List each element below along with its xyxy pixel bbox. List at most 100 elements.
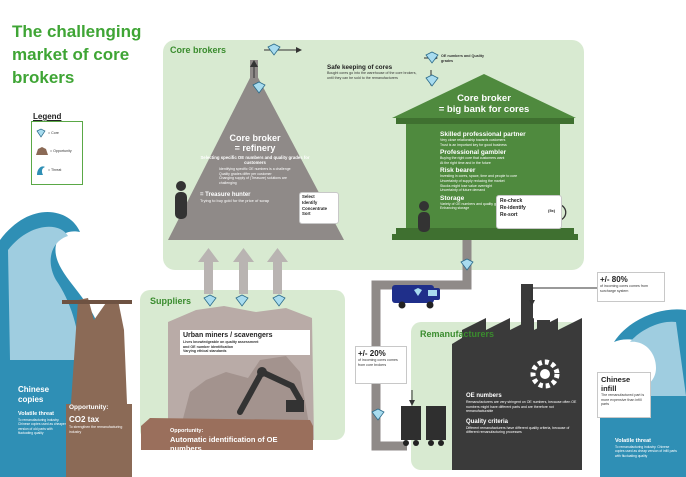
bank-line: Investing in cores, space, time and peop… bbox=[440, 174, 518, 179]
co2-tax: Opportunity: CO2 tax To strengthen the r… bbox=[69, 404, 129, 434]
bank-section-title: Professional gambler bbox=[440, 149, 507, 157]
bank-title: Core broker = big bank for cores bbox=[424, 93, 544, 115]
chinese-copies-threat-title: Volatile threat bbox=[18, 411, 54, 417]
supplier-arrows bbox=[198, 248, 288, 294]
refinery-subheading: = refinery bbox=[234, 143, 276, 153]
urban-miners-box: Urban miners / scavengers Lives knowledg… bbox=[180, 330, 310, 355]
chinese-copies-heading: Chinese copies bbox=[18, 385, 50, 404]
bank-section: Skilled professional partner Very close … bbox=[440, 131, 548, 147]
gear-icon bbox=[530, 359, 560, 389]
bank-heading: Core broker bbox=[457, 93, 511, 104]
co2-heading: CO2 tax bbox=[69, 415, 100, 424]
arrow-20 bbox=[409, 390, 415, 406]
refinery-bullet: Quality grades differ per customer bbox=[219, 171, 272, 176]
legend: = Core = Opportunity = Threat bbox=[31, 121, 83, 185]
hunter-heading: = Treasure hunter bbox=[200, 192, 251, 198]
chinese-infill-box: Chinese infill The remanufactured part i… bbox=[597, 372, 651, 418]
chinese-copies: Chinese copies Volatile threat To remanu… bbox=[18, 385, 68, 435]
step-resort: Re-sort bbox=[500, 212, 518, 218]
bank-line: Stocks might lose value overnight bbox=[440, 183, 493, 188]
bank-line: Uncertainty of supply reducing the marke… bbox=[440, 178, 505, 183]
core-brokers-label: Core brokers bbox=[170, 45, 227, 55]
person-icon bbox=[175, 181, 430, 232]
legend-item-opportunity: = Opportunity bbox=[36, 146, 72, 156]
legend-item-label: = Opportunity bbox=[50, 149, 72, 153]
core-bins bbox=[401, 406, 446, 446]
legend-item-core: = Core bbox=[36, 128, 59, 138]
supp-opportunity-desc: To strengthen the remanufacturing indust… bbox=[170, 453, 243, 457]
refinery-bullet: Identifying specific OE numbers is a cha… bbox=[219, 167, 291, 171]
supp-opportunity-label: Opportunity: bbox=[170, 428, 204, 434]
bank-subheading: = big bank for cores bbox=[438, 104, 530, 115]
refinery-bullets: Identifying specific OE numbers is a cha… bbox=[219, 167, 299, 185]
bank-steps: Re-check Re-identify Re-sort (5x) bbox=[496, 195, 562, 229]
page-title: The challenging market of core brokers bbox=[12, 22, 142, 87]
bank-line: Variety of OE numbers and quality grades bbox=[440, 201, 505, 206]
chinese-infill-heading: Chinese infill bbox=[601, 375, 631, 393]
urban-line: Lives knowledgeable on quality assessmen… bbox=[183, 340, 259, 344]
refinery-desc: Selecting specific OE numbers and qualit… bbox=[200, 155, 310, 165]
urban-miners-heading: Urban miners / scavengers bbox=[183, 332, 273, 339]
chinese-copies-threat-desc: To remanufacturing industry. Chinese cop… bbox=[18, 418, 66, 435]
percent-right-box: +/- 80% of incoming cores comes from sur… bbox=[597, 272, 665, 302]
percent-left-value: +/- 20% bbox=[358, 349, 386, 358]
bank-line: Buying the right core that customers wan… bbox=[440, 156, 505, 161]
co2-desc: To strengthen the remanufacturing indust… bbox=[69, 425, 123, 434]
step-sort: Sort bbox=[302, 211, 311, 217]
bank-line: Very close relationship towards customer… bbox=[440, 138, 506, 142]
refinery-text: Core broker = refinery Selecting specifi… bbox=[196, 133, 314, 165]
wave-icon bbox=[37, 166, 45, 175]
infill-threat-desc: To remanufacturing industry. Chinese cop… bbox=[615, 445, 677, 458]
refinery-steps: Select Identify Concentrate Sort bbox=[299, 192, 339, 224]
supp-opportunity-heading: Automatic identification of OE numbers bbox=[170, 435, 278, 453]
infill-threat: Volatile threat To remanufacturing indus… bbox=[615, 438, 679, 458]
diamond-icon bbox=[36, 128, 46, 138]
percent-left-desc: of incoming cores comes from core broker… bbox=[358, 358, 398, 367]
chinese-infill-desc: The remanufactured part is more expensiv… bbox=[601, 393, 645, 407]
step-select: Select bbox=[302, 194, 315, 199]
bank-sections: Skilled professional partner Very close … bbox=[440, 131, 548, 211]
refinery-heading: Core broker bbox=[229, 133, 281, 143]
remanufacturers-label: Remanufacturers bbox=[420, 329, 495, 339]
oe-numbers-title: OE numbers bbox=[466, 393, 502, 399]
bank-line: Uncertainty of future demand bbox=[440, 188, 486, 193]
infill-threat-title: Volatile threat bbox=[615, 438, 651, 444]
co2-label: Opportunity: bbox=[69, 404, 109, 411]
bank-section-title: Risk bearer bbox=[440, 167, 476, 175]
bank-section: Storage Variety of OE numbers and qualit… bbox=[440, 195, 548, 211]
legend-item-threat: = Threat bbox=[36, 164, 61, 176]
safe-keeping-desc: Bought cores go into the warehouse of th… bbox=[327, 71, 417, 80]
reman-details: OE numbers Remanufacturers are very stri… bbox=[466, 393, 578, 435]
factory-icon bbox=[452, 284, 582, 470]
treasure-hunter: = Treasure hunter Trying to buy gold for… bbox=[200, 192, 310, 204]
opportunity-pile-supp bbox=[141, 418, 313, 450]
bank-line: At the right time and in the future bbox=[440, 160, 491, 165]
suppliers-label: Suppliers bbox=[150, 296, 192, 306]
urban-line: Varying ethical standards bbox=[183, 349, 227, 354]
bank-section-title: Storage bbox=[440, 194, 465, 202]
van-icon bbox=[392, 285, 440, 309]
steps-count: (5x) bbox=[548, 208, 556, 213]
quality-desc: Different remanufacturers have different… bbox=[466, 425, 570, 435]
percent-right-value: +/- 80% bbox=[600, 275, 628, 284]
step-identify: Identify bbox=[302, 199, 318, 205]
step-reidentify: Re-identify bbox=[500, 205, 526, 211]
oe-quality-label: OE numbers and Quality grades bbox=[441, 54, 485, 63]
oe-numbers-desc: Remanufacturers are very stringent on OE… bbox=[466, 400, 577, 414]
percent-right-desc: of incoming cores comes from surcharge s… bbox=[600, 284, 648, 293]
arrow-80 bbox=[529, 287, 600, 306]
legend-title: Legend bbox=[33, 112, 62, 121]
safe-keeping: Safe keeping of cores Bought cores go in… bbox=[327, 64, 417, 80]
co2-pile bbox=[66, 404, 132, 477]
legend-item-label: = Core bbox=[48, 131, 59, 135]
bank-section: Professional gambler Buying the right co… bbox=[440, 149, 548, 165]
supplier-opportunity: Opportunity: Automatic identification of… bbox=[170, 428, 310, 458]
bank-section-title: Skilled professional partner bbox=[440, 131, 526, 138]
safe-keeping-heading: Safe keeping of cores bbox=[327, 64, 393, 71]
hunter-desc: Trying to buy gold for the price of scra… bbox=[200, 198, 270, 203]
step-recheck: Re-check bbox=[500, 198, 523, 204]
bank-line: Trust is an important key for good busin… bbox=[440, 142, 507, 147]
refinery-bullet: Changing supply of (Treasure) solutions … bbox=[219, 176, 287, 185]
bank-section: Risk bearer Investing in cores, space, t… bbox=[440, 167, 548, 192]
